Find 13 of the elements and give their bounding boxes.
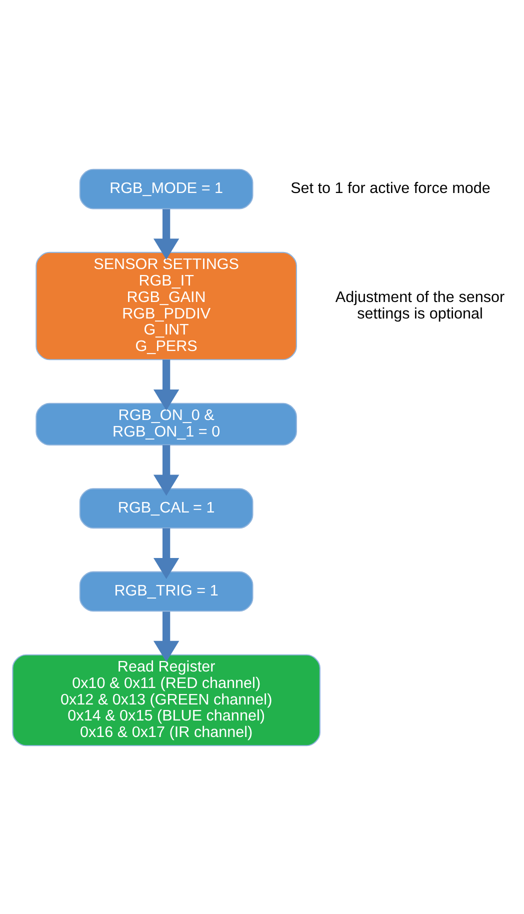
node-box: RGB_ON_0 & RGB_ON_1 = 0 xyxy=(36,402,297,445)
node-label: Adjustment of the sensor settings is optional xyxy=(335,288,505,322)
node-box: RGB_TRIG = 1 xyxy=(79,570,254,612)
arrow xyxy=(153,444,180,496)
node-box: RGB_MODE = 1 xyxy=(79,168,254,209)
node-box: SENSOR SETTINGS RGB_IT RGB_GAIN RGB_PDDIV G_INT G_PERS xyxy=(36,251,297,360)
node-box: Read Register 0x10 & 0x11 (RED channel) 0x12 & 0x13 (GREEN channel) 0x14 & 0x15 (BLUE channel) 0x16 & 0x17 (IR channel) xyxy=(12,654,320,746)
arrow xyxy=(153,611,180,662)
arrow xyxy=(153,359,180,410)
node-label: Set to 1 for active force mode xyxy=(290,180,490,197)
node-box: RGB_CAL = 1 xyxy=(79,488,254,528)
arrow xyxy=(153,208,180,260)
arrow xyxy=(153,528,180,579)
